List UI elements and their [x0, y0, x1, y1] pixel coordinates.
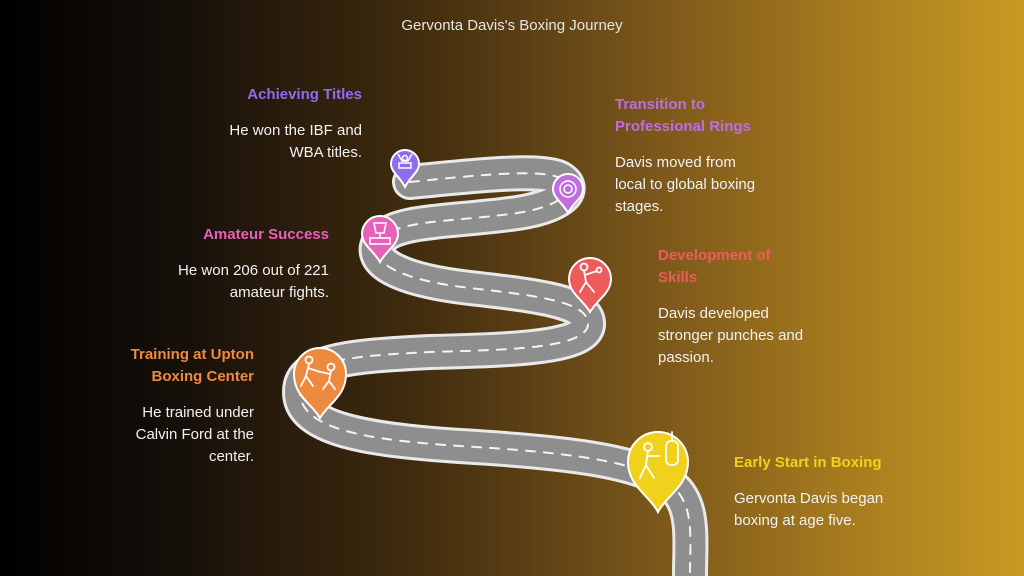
stage-training: Training at Upton Boxing Center He train… — [54, 344, 254, 468]
stage-text: Gervonta Davis began boxing at age five. — [734, 490, 884, 529]
stage-text: Davis developed stronger punches and pas… — [658, 305, 804, 366]
stage-achieving: Achieving Titles He won the IBF and WBA … — [162, 84, 362, 164]
stage-transition: Transition to Professional Rings Davis m… — [615, 94, 815, 218]
stage-heading: Training at Upton Boxing Center — [130, 346, 254, 385]
stage-text: He won 206 out of 221 amateur fights. — [178, 262, 329, 301]
marker-early — [626, 431, 690, 515]
stage-text: He trained under Calvin Ford at the cent… — [135, 404, 254, 465]
ring-icon — [559, 180, 577, 198]
champion-icon — [397, 153, 413, 169]
stage-heading: Achieving Titles — [247, 86, 362, 103]
stage-heading: Amateur Success — [203, 226, 329, 243]
marker-training — [292, 347, 348, 421]
pin-training — [292, 347, 348, 421]
pin-early — [626, 431, 690, 515]
stage-development: Development of Skills Davis developed st… — [658, 245, 858, 369]
road-centerline — [298, 172, 692, 576]
road-edge — [282, 155, 709, 576]
stage-amateur: Amateur Success He won 206 out of 221 am… — [129, 224, 329, 304]
stage-heading: Transition to Professional Rings — [615, 96, 751, 135]
trophy-icon — [369, 222, 391, 245]
marker-development — [567, 257, 613, 314]
stage-early: Early Start in Boxing Gervonta Davis beg… — [734, 452, 934, 532]
marker-achieving — [389, 149, 421, 190]
punching-bag-icon — [639, 431, 679, 479]
stage-heading: Early Start in Boxing — [734, 454, 882, 471]
marker-amateur — [360, 215, 400, 265]
stage-text: Davis moved from local to global boxing … — [615, 154, 756, 215]
sparring-icon — [300, 355, 336, 390]
page-title: Gervonta Davis's Boxing Journey — [401, 17, 623, 34]
stage-heading: Development of Skills — [658, 247, 771, 286]
marker-transition — [551, 173, 585, 216]
stage-text: He won the IBF and WBA titles. — [229, 122, 362, 161]
pin-amateur — [360, 215, 400, 265]
boxer-punch-icon — [579, 262, 603, 293]
